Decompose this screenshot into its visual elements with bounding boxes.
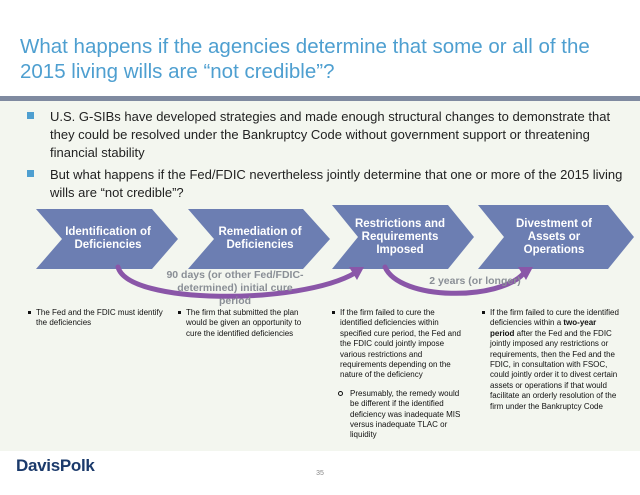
chevron-flow-graphic [36,205,634,269]
two-year-arc [382,264,527,296]
square-bullet-icon [27,112,34,119]
bullet-text: U.S. G-SIBs have developed strategies an… [50,109,611,160]
chevron-arrow-icon [478,205,634,269]
bullet-item: U.S. G-SIBs have developed strategies an… [24,108,624,162]
step-restrictions: Restrictions and Requirements Imposed [354,217,446,256]
bullet-icon [178,311,181,314]
list-item: The Fed and the FDIC must identify the d… [28,308,168,329]
bullet-icon [332,311,335,314]
davis-polk-logo: DavisPolk [16,456,95,475]
process-flow: Identification of Deficiencies Remediati… [0,203,640,283]
bullet-list: U.S. G-SIBs have developed strategies an… [24,108,624,206]
bullet-text: But what happens if the Fed/FDIC neverth… [50,167,623,200]
arrowhead-icon [349,267,364,280]
chevron-arrow-icon [36,209,178,269]
column-text: The firm that submitted the plan would b… [186,308,302,338]
chevron-arrow-icon [332,205,474,269]
column-text: If the firm failed to cure the identifie… [340,308,461,380]
column-restrictions: If the firm failed to cure the identifie… [332,308,466,441]
column-text-bold: two-year period [490,318,597,338]
content-panel [0,101,640,451]
bullet-item: But what happens if the Fed/FDIC neverth… [24,166,624,202]
sub-text: Presumably, the remedy would be differen… [350,388,461,440]
timeline-arcs [115,264,533,299]
two-year-label: 2 years (or longer) [429,275,521,287]
list-item: If the firm failed to cure the identifie… [332,308,466,381]
sub-list-item: Presumably, the remedy would be differen… [332,389,466,441]
circle-bullet-icon [338,390,343,396]
step-divestment: Divestment of Assets or Operations [515,217,593,256]
arrowhead-icon [518,267,533,280]
column-text-post: after the Fed and the FDIC jointly impos… [490,328,618,411]
column-text-pre: If the firm failed to cure the identifie… [490,308,619,328]
step-remediation: Remediation of Deficiencies [218,226,302,251]
page-number: 35 [316,470,324,477]
column-divestment: If the firm failed to cure the identifie… [482,308,622,412]
title-divider [0,96,640,101]
square-bullet-icon [27,170,34,177]
column-text: The Fed and the FDIC must identify the d… [36,308,163,328]
cure-period-label: 90 days (or other Fed/FDIC-determined) i… [166,269,304,307]
list-item: If the firm failed to cure the identifie… [482,308,622,412]
column-remediation: The firm that submitted the plan would b… [178,308,306,339]
bullet-icon [28,311,31,314]
cure-period-arc [115,264,358,299]
step-identification: Identification of Deficiencies [65,226,151,251]
chevron-arrow-icon [188,209,330,269]
list-item: The firm that submitted the plan would b… [178,308,306,339]
bullet-icon [482,311,485,314]
column-identification: The Fed and the FDIC must identify the d… [28,308,168,329]
slide-title: What happens if the agencies determine t… [20,35,590,83]
